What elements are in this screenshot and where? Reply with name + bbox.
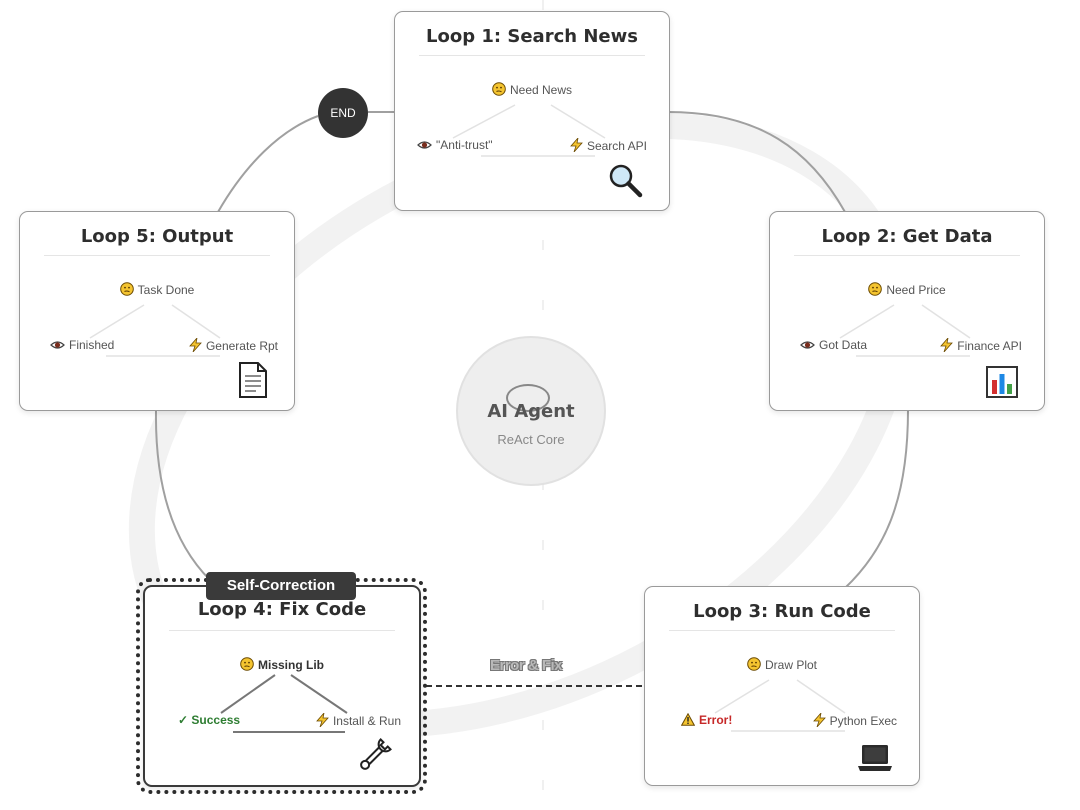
divider: [794, 255, 1020, 256]
eye-icon: [50, 341, 65, 349]
thought-node: Task Done: [20, 282, 294, 297]
magnifier-icon: [609, 164, 643, 198]
thought-node: Need News: [395, 82, 669, 97]
action-node: Search API: [570, 138, 647, 153]
action-node: Generate Rpt: [189, 338, 278, 353]
connector-5-end: [217, 115, 319, 213]
thought-text: Missing Lib: [258, 658, 324, 672]
action-node: Finance API: [940, 338, 1022, 353]
error-fix-label: Error & Fix: [490, 657, 563, 674]
thinking-face-icon: [747, 657, 761, 671]
divider: [419, 55, 645, 56]
loop-4-card: Loop 4: Fix Code Missing Lib ✓ Success I…: [143, 585, 421, 787]
loop-1-card: Loop 1: Search News Need News "Anti-trus…: [394, 11, 670, 211]
thought-text: Need Price: [886, 283, 946, 297]
reasoning-tree: [220, 674, 348, 733]
agent-core: AI Agent ReAct Core: [456, 336, 606, 486]
loop-title: Loop 2: Get Data: [821, 226, 993, 247]
document-icon: [239, 362, 267, 398]
thought-text: Task Done: [137, 283, 195, 297]
thinking-face-icon: [240, 657, 254, 671]
thought-text: Draw Plot: [764, 658, 817, 672]
thought-node: Missing Lib: [145, 657, 419, 672]
action-node: Python Exec: [812, 713, 897, 728]
laptop-icon: [858, 745, 892, 771]
thought-node: Need Price: [770, 282, 1044, 297]
observation-text: ✓ Success: [178, 713, 241, 727]
connector-4-5: [154, 409, 211, 581]
reasoning-tree: [89, 304, 221, 357]
end-node: END: [318, 88, 368, 138]
action-text: Generate Rpt: [205, 339, 278, 353]
warning-icon: [681, 713, 695, 726]
loop-title: Loop 3: Run Code: [693, 601, 871, 622]
observation-node: Finished: [50, 338, 114, 352]
action-text: Finance API: [957, 339, 1022, 353]
action-text: Python Exec: [829, 714, 897, 728]
lightning-icon: [940, 338, 954, 352]
lightning-icon: [189, 338, 202, 352]
observation-text: Got Data: [819, 338, 868, 352]
thinking-face-icon: [868, 282, 883, 296]
thinking-face-icon: [492, 82, 506, 96]
divider: [669, 630, 895, 631]
loop-5-card: Loop 5: Output Task Done Finished Genera…: [19, 211, 295, 411]
observation-node: "Anti-trust": [417, 138, 493, 152]
connector-2-3: [844, 409, 909, 589]
lightning-icon: [316, 713, 329, 727]
observation-node: ✓ Success: [178, 713, 240, 727]
thought-text: Need News: [509, 83, 573, 97]
observation-node: Got Data: [800, 338, 867, 352]
bar-chart-icon: [986, 366, 1018, 398]
core-subtitle: ReAct Core: [497, 432, 565, 447]
observation-text: "Anti-trust": [436, 138, 493, 152]
eye-icon: [800, 341, 815, 349]
divider: [169, 630, 395, 631]
observation-node: Error!: [681, 713, 732, 727]
loop-title: Loop 1: Search News: [426, 26, 638, 47]
reasoning-tree: [839, 304, 971, 357]
action-text: Search API: [586, 139, 647, 153]
eye-icon: [417, 141, 432, 149]
core-title: AI Agent: [487, 401, 575, 422]
divider: [44, 255, 270, 256]
loop-ring-icon: [506, 384, 550, 412]
loop-title: Loop 4: Fix Code: [197, 599, 367, 620]
reasoning-tree: [452, 104, 606, 157]
connector-1-2: [667, 111, 846, 213]
observation-text: Error!: [699, 713, 733, 727]
loop-title: Loop 5: Output: [80, 226, 234, 247]
thought-node: Draw Plot: [645, 657, 919, 672]
wrench-icon: [360, 738, 392, 770]
thinking-face-icon: [119, 282, 134, 296]
lightning-icon: [812, 713, 826, 727]
reasoning-tree: [714, 679, 846, 732]
loop-3-card: Loop 3: Run Code Draw Plot Error! Python…: [644, 586, 920, 786]
lightning-icon: [570, 138, 583, 152]
observation-text: Finished: [69, 338, 115, 352]
self-correction-badge: Self-Correction: [206, 572, 356, 600]
loop-2-card: Loop 2: Get Data Need Price Got Data Fin…: [769, 211, 1045, 411]
action-node: Install & Run: [316, 713, 401, 728]
action-text: Install & Run: [332, 714, 401, 728]
